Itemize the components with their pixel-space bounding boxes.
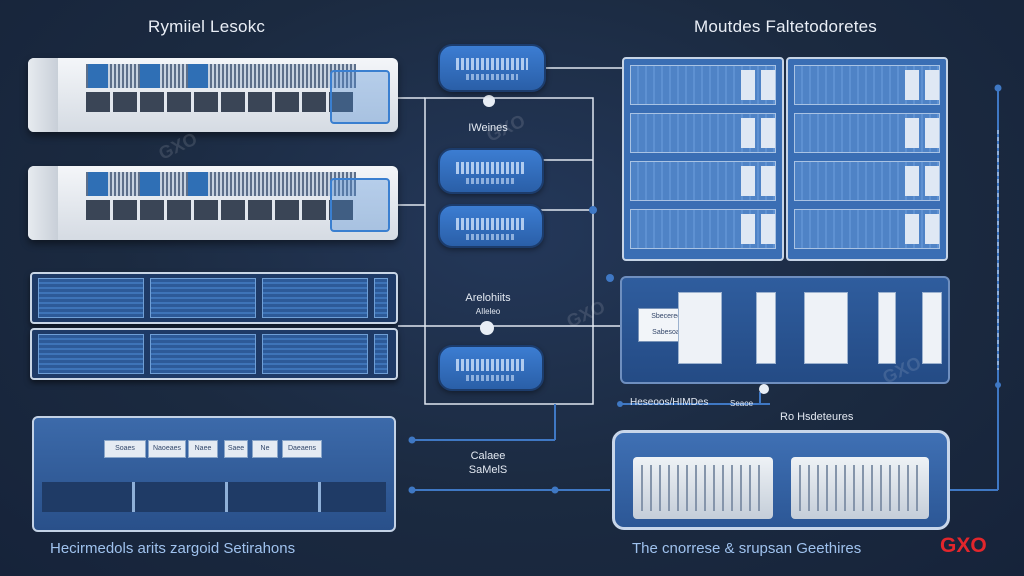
server-enclosure <box>612 430 950 530</box>
switch-node-3 <box>438 204 544 248</box>
rack-right-column <box>786 57 948 261</box>
port-label: Naoeaes <box>152 445 182 452</box>
switch-node-4 <box>438 345 544 391</box>
status-label-right: Ro Hsdeteures <box>780 411 854 423</box>
module-tag-line-2: Sabesoa <box>652 329 680 336</box>
caption-right: The cnorrese & srupsan Geethires <box>632 540 862 557</box>
brand-logo: GXO <box>940 534 987 557</box>
storage-array-2 <box>30 328 398 380</box>
server-1u-second <box>28 166 398 240</box>
hub-label-bottom-2: SaMelS <box>468 464 508 476</box>
right-title: Moutdes Faltetodoretes <box>694 17 877 36</box>
network-chassis: Soaes Naoeaes Naee Saee Ne Daeaens <box>32 416 396 532</box>
port-label: Naee <box>194 445 212 452</box>
caption-left: Hecirmedols arits zargoid Setirahons <box>50 540 296 557</box>
server-status-panel <box>330 70 390 124</box>
module-tag-line-1: Sbecerec <box>651 313 681 320</box>
server-status-panel <box>330 178 390 232</box>
port-label: Ne <box>260 445 270 452</box>
storage-array-1 <box>30 272 398 324</box>
rack-left-column <box>622 57 784 261</box>
hub-label-top: IWeines <box>468 122 508 134</box>
status-label-left-small: Seaoe <box>730 399 754 408</box>
port-label: Daeaens <box>287 445 317 452</box>
status-label-left: Heseoos/HIMDes <box>630 397 709 408</box>
module-panel: Sbecerec Sabesoa <box>620 276 950 384</box>
switch-node-top <box>438 44 546 92</box>
switch-node-2 <box>438 148 544 194</box>
hub-label-mid-small: AIleleo <box>475 307 501 316</box>
port-label: Soaes <box>115 445 135 452</box>
server-1u-top <box>28 58 398 132</box>
left-title: Rymiiel Lesokc <box>148 17 266 36</box>
port-label: Saee <box>227 445 245 452</box>
hub-label-bottom: Calaee <box>470 450 506 462</box>
hub-label-mid: Arelohiits <box>465 292 511 304</box>
